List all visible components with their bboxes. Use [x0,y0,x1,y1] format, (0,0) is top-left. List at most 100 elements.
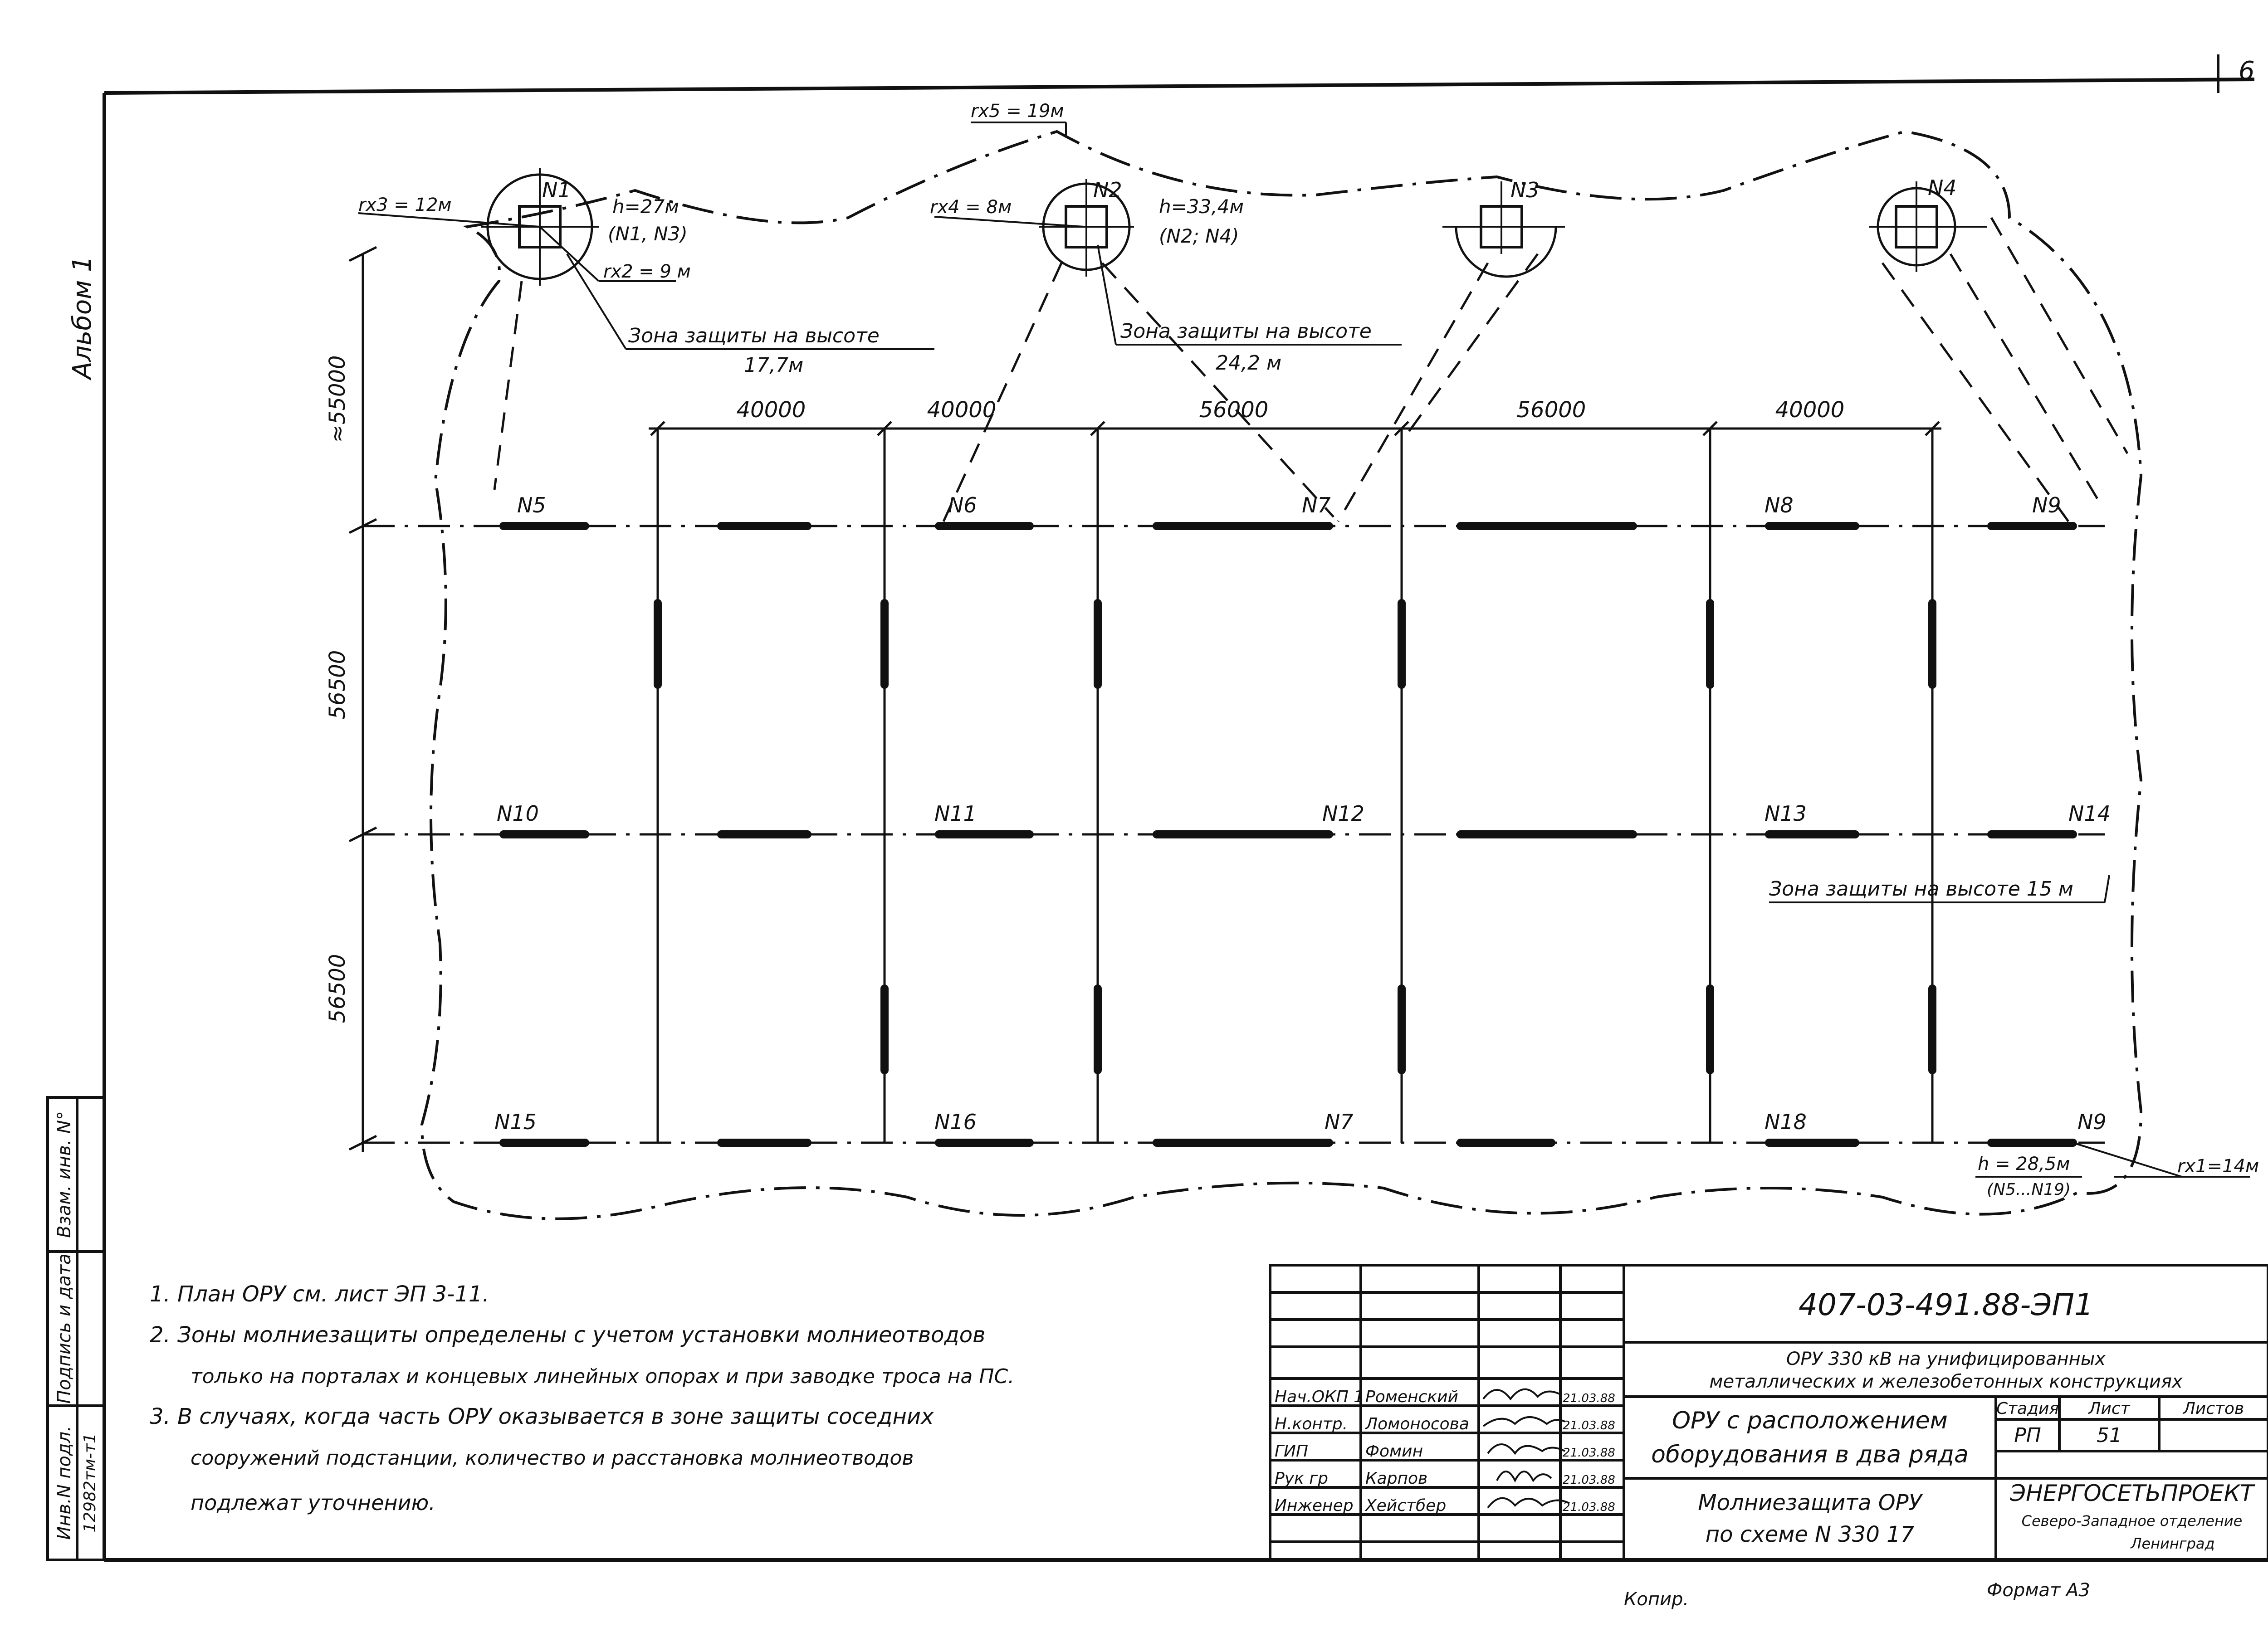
row2-label-4: N13 [1765,801,1807,826]
project-line-2: металлических и железобетонных конструкц… [1709,1371,2183,1392]
height-label-2: h=33,4м [1159,195,1244,218]
row1-label-2: N6 [948,493,977,517]
staff-name-4: Карпов [1365,1469,1427,1488]
height-label-1: h=27м [612,195,679,218]
dim-span-1: 40000 [737,397,806,423]
zone-label-1-title: Зона защиты на высоте [628,324,880,347]
radius-leaders [358,122,2250,1178]
stamp-inv-label: Инв.N подл. [54,1426,75,1540]
dim-span-2: 40000 [927,397,997,423]
staff-role-5: Инженер [1275,1496,1354,1515]
staff-name-1: Роменский [1365,1388,1458,1406]
staff-date-5: 21.03.88 [1563,1501,1615,1514]
zone-label-1-height: 17,7м [744,354,803,377]
rx4-label: rx4 = 8м [930,197,1012,218]
equipment-bars [654,599,1936,1074]
staff-role-2: Н.контр. [1275,1415,1348,1433]
zone-dashed-lines [493,217,2129,522]
dim-left-mid: 56500 [325,650,350,720]
album-label: Альбом 1 [68,256,97,380]
staff-name-5: Хейстбер [1364,1496,1446,1515]
rx1-label: rx1=14м [2177,1156,2259,1177]
staff-role-1: Нач.ОКП 1 [1275,1388,1364,1406]
tower-4-symbol [1869,181,1987,272]
row3-label-2: N16 [934,1110,977,1134]
document-code: 407-03-491.88-ЭП1 [1799,1287,2093,1322]
row1-label-3: N7 [1302,493,1331,517]
staff-date-1: 21.03.88 [1563,1392,1615,1405]
zone-label-3: Зона защиты на высоте 15 м [1769,877,2073,901]
note-2: 2. Зоны молниезащиты определены с учетом… [150,1322,985,1348]
staff-name-2: Ломоносова [1364,1415,1469,1433]
title-block-grid [1269,1264,2268,1561]
sheets-header: Листов [2182,1399,2244,1418]
staff-date-4: 21.03.88 [1563,1473,1615,1487]
staff-name-3: Фомин [1365,1442,1423,1461]
note-3-end: подлежат уточнению. [191,1491,435,1515]
rx2-label: rx2 = 9 м [603,261,691,282]
dim-span-5: 40000 [1775,397,1845,423]
row2-label-3: N12 [1322,801,1364,826]
top-dimension-line [649,421,1941,436]
row3-label-4: N18 [1765,1110,1807,1134]
staff-date-3: 21.03.88 [1563,1446,1615,1460]
org-branch: Северо-Западное отделение [2022,1512,2243,1530]
drawing-title-1: Молниезащита ОРУ [1698,1490,1923,1515]
rx5-label: rx5 = 19м [971,101,1064,122]
footer-format: Формат А3 [1987,1580,2090,1601]
note-1: 1. План ОРУ см. лист ЭП 3-11. [150,1281,489,1307]
sheet-title-2: оборудования в два ряда [1651,1441,1969,1468]
stamp-sign-label: Подпись и дата [54,1253,75,1403]
tower-1-label: N1 [542,178,571,202]
zone-label-2-title: Зона защиты на высоте [1120,320,1372,343]
sheet-header: Лист [2087,1399,2130,1418]
org-name: ЭНЕРГОСЕТЬПРОЕКТ [2009,1480,2255,1506]
dim-span-4: 56000 [1517,397,1586,423]
dim-left-bot: 56500 [325,954,350,1023]
note-2-continued: только на порталах и концевых линейных о… [191,1365,1014,1388]
stamp-swap-label: Взам. инв. N° [54,1111,75,1238]
tower-2-label: N2 [1093,178,1122,202]
dim-left-top: ≈55000 [325,356,350,443]
sheet-number: 6 [2239,56,2255,86]
project-line-1: ОРУ 330 кВ на унифицированных [1786,1349,2106,1369]
zone-leaders [566,244,2110,903]
tower-2-symbol [1039,179,1134,277]
staff-date-2: 21.03.88 [1563,1419,1615,1432]
height-label-1-towers: (N1, N3) [608,223,688,245]
stamp-inv-value: 12982тм-т1 [81,1433,99,1533]
note-3: 3. В случаях, когда часть ОРУ оказываетс… [150,1404,934,1429]
portal-lines [656,429,1934,1143]
staff-role-4: Рук гр [1275,1469,1328,1488]
footer-copy: Копир. [1624,1589,1689,1610]
note-3-continued: сооружений подстанции, количество и расс… [191,1447,914,1470]
staff-signatures [1482,1388,1570,1509]
protection-zone-boundary [420,130,2143,1220]
tower-4-label: N4 [1928,175,1957,200]
tower-3-symbol [1442,181,1565,278]
sheet-title-1: ОРУ с расположением [1672,1407,1948,1434]
stage-value: РП [2014,1424,2041,1447]
zone-label-2-height: 24,2 м [1216,351,1281,375]
dim-span-3: 56000 [1199,397,1269,423]
row1-label-1: N5 [517,493,546,517]
stage-header: Стадия [1996,1399,2059,1418]
side-stamp [46,1096,106,1561]
row3-label-5: N9 [2077,1110,2107,1134]
org-city: Ленинград [2130,1535,2214,1552]
row3-label-3: N7 [1325,1110,1354,1134]
row1-label-5: N9 [2032,493,2061,517]
row2-label-5: N14 [2068,801,2111,826]
height-label-3: h = 28,5м [1978,1154,2070,1174]
row2-label-1: N10 [497,801,539,826]
row1-label-4: N8 [1765,493,1794,517]
drawing-title-2: по схеме N 330 17 [1706,1522,1915,1547]
tower-3-label: N3 [1510,178,1540,202]
height-label-2-towers: (N2; N4) [1159,225,1239,247]
height-label-3-towers: (N5...N19) [1987,1180,2071,1199]
row3-label-1: N15 [494,1110,537,1134]
rx3-label: rx3 = 12м [358,195,452,215]
staff-role-3: ГИП [1275,1442,1308,1461]
row2-label-2: N11 [934,801,977,826]
